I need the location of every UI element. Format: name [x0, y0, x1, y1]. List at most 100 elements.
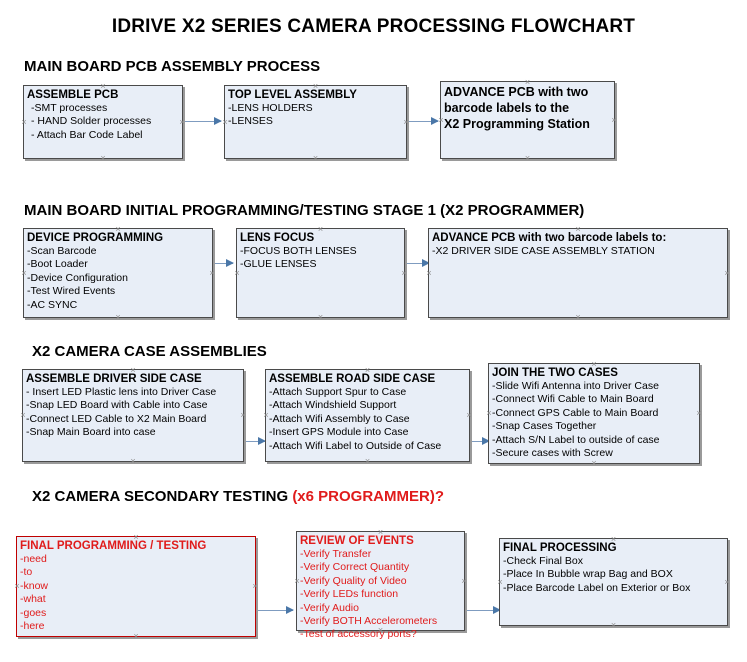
box-title: ASSEMBLE ROAD SIDE CASE [269, 373, 436, 385]
selection-handle-bottom[interactable] [609, 621, 618, 630]
selection-handle-left[interactable] [425, 269, 434, 278]
selection-handle-right[interactable] [465, 411, 474, 420]
selection-handle-bottom[interactable] [590, 459, 599, 468]
box-assemble-road-side-case[interactable]: ASSEMBLE ROAD SIDE CASE -Attach Support … [265, 369, 470, 462]
box-line: -LENS HOLDERS [228, 102, 313, 114]
selection-handle-right[interactable] [695, 409, 704, 418]
box-line: -Attach Support Spur to Case [269, 386, 407, 398]
selection-handle-right[interactable] [402, 118, 411, 127]
box-line: -FOCUS BOTH LENSES [240, 245, 357, 257]
box-line: -X2 DRIVER SIDE CASE ASSEMBLY STATION [432, 245, 655, 257]
selection-handle-right[interactable] [251, 582, 260, 591]
connector-final-programming-to-review-of-events [258, 606, 294, 614]
selection-handle-left[interactable] [13, 582, 22, 591]
box-line: -Snap Main Board into case [26, 426, 156, 439]
section-heading-main-board-initial-programming: MAIN BOARD INITIAL PROGRAMMING/TESTING S… [24, 202, 584, 219]
selection-handle-right[interactable] [208, 269, 217, 278]
selection-handle-top[interactable] [114, 225, 123, 234]
selection-handle-left[interactable] [485, 409, 494, 418]
selection-handle-bottom[interactable] [363, 457, 372, 466]
selection-handle-bottom[interactable] [311, 154, 320, 163]
box-advance-pcb-x2-programming-station[interactable]: ADVANCE PCB with two barcode labels to t… [440, 81, 615, 159]
selection-handle-right[interactable] [723, 578, 732, 587]
selection-handle-top[interactable] [609, 535, 618, 544]
selection-handle-bottom[interactable] [523, 154, 532, 163]
box-line: -here [20, 620, 45, 633]
box-title: JOIN THE TWO CASES [492, 367, 618, 379]
box-line: -Verify Correct Quantity [300, 561, 410, 574]
selection-handle-bottom[interactable] [376, 626, 385, 635]
box-line: -Verify Audio [300, 601, 359, 614]
box-device-programming[interactable]: DEVICE PROGRAMMING -Scan Barcode -Boot L… [23, 228, 213, 318]
box-line: -Verify Transfer [300, 548, 372, 560]
selection-handle-left[interactable] [437, 116, 446, 125]
selection-handle-right[interactable] [239, 411, 248, 420]
arrow-head-icon [422, 259, 430, 267]
box-line: -GLUE LENSES [240, 258, 317, 271]
selection-handle-left[interactable] [19, 411, 28, 420]
selection-handle-left[interactable] [233, 269, 242, 278]
selection-handle-right[interactable] [460, 577, 469, 586]
selection-handle-left[interactable] [496, 578, 505, 587]
box-line: -Snap Cases Together [492, 420, 597, 433]
selection-handle-top[interactable] [376, 528, 385, 537]
selection-handle-right[interactable] [610, 116, 619, 125]
selection-handle-right[interactable] [723, 269, 732, 278]
arrow-head-icon [214, 117, 222, 125]
selection-handle-left[interactable] [293, 577, 302, 586]
box-final-programming-testing[interactable]: FINAL PROGRAMMING / TESTING -need -to -k… [16, 536, 256, 637]
box-line: -Device Configuration [27, 271, 128, 284]
box-lens-focus[interactable]: LENS FOCUS -FOCUS BOTH LENSES -GLUE LENS… [236, 228, 405, 318]
selection-handle-left[interactable] [262, 411, 271, 420]
section-heading-text: X2 CAMERA CASE ASSEMBLIES [32, 343, 267, 360]
box-line: -what [20, 593, 46, 606]
section-heading-main-board-pcb-assembly: MAIN BOARD PCB ASSEMBLY PROCESS [24, 58, 320, 75]
selection-handle-top[interactable] [363, 366, 372, 375]
box-final-processing[interactable]: FINAL PROCESSING -Check Final Box -Place… [499, 538, 728, 626]
box-title: ASSEMBLE DRIVER SIDE CASE [26, 373, 202, 385]
box-title: ADVANCE PCB with two barcode labels to: [432, 232, 667, 244]
selection-handle-right[interactable] [400, 269, 409, 278]
box-title: FINAL PROGRAMMING / TESTING [20, 540, 207, 552]
box-top-level-assembly[interactable]: TOP LEVEL ASSEMBLY -LENS HOLDERS -LENSES [224, 85, 407, 159]
selection-handle-right[interactable] [178, 118, 187, 127]
box-line: - HAND Solder processes [31, 115, 152, 128]
box-line: -Secure cases with Screw [492, 447, 613, 460]
box-title: REVIEW OF EVENTS [300, 535, 414, 547]
box-line: -Attach Wifi Assembly to Case [269, 412, 410, 425]
box-line: -Verify Quality of Video [300, 574, 407, 587]
selection-handle-bottom[interactable] [114, 313, 123, 322]
box-line: -Connect LED Cable to X2 Main Board [26, 412, 207, 425]
selection-handle-left[interactable] [20, 118, 29, 127]
box-line: -Check Final Box [503, 555, 583, 567]
box-title: TOP LEVEL ASSEMBLY [228, 89, 357, 101]
selection-handle-top[interactable] [574, 225, 583, 234]
selection-handle-top[interactable] [132, 533, 141, 542]
box-advance-pcb-driver-side-case[interactable]: ADVANCE PCB with two barcode labels to: … [428, 228, 728, 318]
selection-handle-bottom[interactable] [574, 313, 583, 322]
selection-handle-top[interactable] [590, 360, 599, 369]
selection-handle-top[interactable] [99, 82, 108, 91]
box-line: -Connect Wifi Cable to Main Board [492, 393, 654, 406]
box-review-of-events[interactable]: REVIEW OF EVENTS -Verify Transfer -Verif… [293, 528, 465, 640]
selection-handle-top[interactable] [523, 78, 532, 87]
selection-handle-bottom[interactable] [316, 313, 325, 322]
connector-assemble-pcb-to-top-level-assembly [185, 117, 222, 125]
section-heading-text: X2 CAMERA SECONDARY TESTING [32, 488, 293, 505]
box-join-the-two-cases[interactable]: JOIN THE TWO CASES -Slide Wifi Antenna i… [488, 363, 700, 464]
selection-handle-bottom[interactable] [132, 632, 141, 641]
box-assemble-pcb[interactable]: ASSEMBLE PCB -SMT processes - HAND Solde… [23, 85, 183, 159]
selection-handle-top[interactable] [129, 366, 138, 375]
arrow-head-icon [482, 437, 490, 445]
selection-handle-left[interactable] [20, 269, 29, 278]
selection-handle-top[interactable] [311, 82, 320, 91]
box-assemble-driver-side-case[interactable]: ASSEMBLE DRIVER SIDE CASE - Insert LED P… [22, 369, 244, 462]
box-title: DEVICE PROGRAMMING [27, 232, 164, 244]
arrow-head-icon [286, 606, 294, 614]
section-heading-text: MAIN BOARD PCB ASSEMBLY PROCESS [24, 58, 321, 75]
selection-handle-bottom[interactable] [99, 154, 108, 163]
selection-handle-left[interactable] [221, 118, 230, 127]
arrow-head-icon [431, 117, 439, 125]
selection-handle-bottom[interactable] [129, 457, 138, 466]
selection-handle-top[interactable] [316, 225, 325, 234]
